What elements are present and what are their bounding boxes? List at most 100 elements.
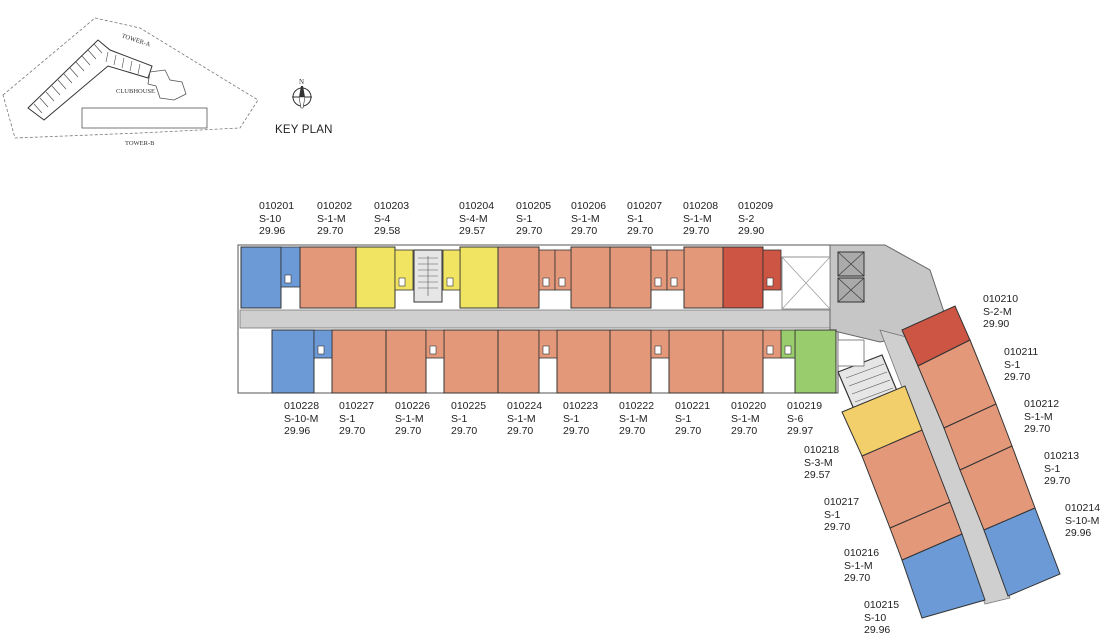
unit-010202[interactable] [299,246,357,309]
unit-type: S-1-M [1024,410,1053,423]
main-corridor [239,309,881,329]
toilet-icon [654,277,662,287]
site-boundary [2,17,259,139]
unit-area: 29.96 [284,425,311,437]
tower-a-hatch [33,43,141,114]
unit-area: 29.70 [824,521,851,533]
unit-number: 010212 [1024,398,1060,410]
unit-type: S-1-M [683,212,712,225]
toilet-icon [542,277,550,287]
unit-type: S-1 [563,412,580,425]
unit-type: S-1-M [507,412,536,425]
unit-010219[interactable] [794,329,837,394]
unit-number: 010206 [571,200,607,212]
unit-010223[interactable] [556,329,611,394]
unit-area: 29.96 [1065,527,1092,539]
unit-number: 010211 [1004,346,1039,358]
unit-number: 010213 [1044,450,1080,462]
unit-type: S-10-M [284,412,319,425]
unit-number: 010218 [804,444,840,456]
unit-010205[interactable] [497,246,540,309]
unit-type: S-1-M [731,412,760,425]
unit-type: S-1-M [619,412,648,425]
unit-type: S-6 [787,412,804,425]
unit-010226[interactable] [385,329,427,394]
unit-type: S-1-M [317,212,346,225]
unit-number: 010225 [451,400,487,412]
toilet-icon [446,277,454,287]
unit-number: 010228 [284,400,320,412]
unit-area: 29.70 [507,425,534,437]
unit-area: 29.70 [1024,423,1051,435]
unit-type: S-1-M [395,412,424,425]
unit-number: 010210 [983,293,1019,305]
toilet-icon [784,345,792,355]
unit-area: 29.57 [459,225,486,237]
unit-number: 010201 [259,200,295,212]
unit-type: S-1 [339,412,356,425]
unit-area: 29.70 [844,572,871,584]
unit-number: 010205 [516,200,552,212]
toilet-icon [670,277,678,287]
unit-area: 29.70 [675,425,702,437]
units-layer [240,246,1061,619]
unit-010203[interactable] [355,246,396,309]
unit-010220[interactable] [722,329,764,394]
light-shaft [781,256,831,310]
unit-010207[interactable] [609,246,652,309]
unit-number: 010204 [459,200,495,212]
unit-area: 29.70 [731,425,758,437]
tower-b-footprint [81,107,208,129]
unit-area: 29.70 [627,225,654,237]
unit-010225[interactable] [443,329,499,394]
unit-010222[interactable] [609,329,652,394]
unit-010227[interactable] [331,329,387,394]
stair-west [413,249,443,303]
unit-area: 29.70 [1004,371,1031,383]
unit-area: 29.70 [563,425,590,437]
unit-number: 010221 [675,400,711,412]
unit-type: S-1 [451,412,468,425]
unit-010214[interactable] [983,507,1061,597]
unit-number: 010215 [864,599,900,611]
unit-010204[interactable] [459,246,499,309]
unit-010206[interactable] [570,246,611,309]
unit-area: 29.57 [804,469,831,481]
unit-010209[interactable] [722,246,764,309]
unit-area: 29.70 [395,425,422,437]
unit-010201[interactable] [240,246,282,309]
toilet-icon [766,277,774,287]
unit-number: 010207 [627,200,663,212]
unit-010224[interactable] [497,329,540,394]
north-arrow-icon [292,86,312,109]
unit-010208[interactable] [683,246,724,309]
unit-010228[interactable] [271,329,315,394]
unit-area: 29.70 [451,425,478,437]
toilet-icon [766,345,774,355]
unit-number: 010222 [619,400,655,412]
toilet-icon [558,277,566,287]
unit-type: S-2-M [983,305,1012,318]
unit-type: S-1 [516,212,533,225]
unit-type: S-1-M [571,212,600,225]
unit-number: 010202 [317,200,353,212]
unit-010221[interactable] [668,329,724,394]
unit-area: 29.70 [683,225,710,237]
unit-010218[interactable] [841,385,923,457]
